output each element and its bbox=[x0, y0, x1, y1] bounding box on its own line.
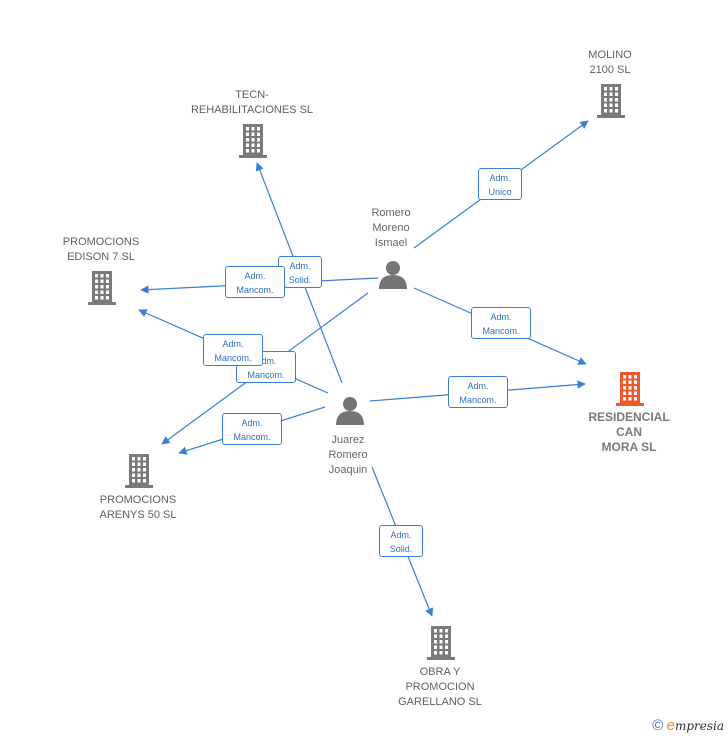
building-icon-tecn[interactable] bbox=[239, 124, 267, 158]
building-icon-obra[interactable] bbox=[427, 626, 455, 660]
edge-label-juarez-obra[interactable]: Adm. Solid. bbox=[379, 525, 423, 557]
brand-logo-text[interactable]: mpresia bbox=[674, 719, 724, 733]
node-label-edison[interactable]: PROMOCIONS EDISON 7 SL bbox=[62, 236, 140, 263]
person-icon-juarez[interactable] bbox=[336, 397, 364, 425]
building-icon-arenys[interactable] bbox=[125, 454, 153, 488]
edge-label-juarez-edison[interactable]: Adm. Mancom. bbox=[203, 334, 263, 366]
node-label-tecn[interactable]: TECN- REHABILITACIONES SL bbox=[190, 89, 314, 116]
node-label-residencial[interactable]: RESIDENCIAL CAN MORA SL bbox=[588, 410, 670, 454]
node-label-molino[interactable]: MOLINO 2100 SL bbox=[588, 49, 632, 76]
node-label-romero[interactable]: Romero Moreno Ismael bbox=[371, 207, 411, 249]
edge-label-romero-residencial[interactable]: Adm. Mancom. bbox=[471, 307, 531, 339]
building-icon-residencial[interactable] bbox=[616, 372, 644, 406]
node-label-juarez[interactable]: Juarez Romero Joaquin bbox=[328, 434, 368, 476]
person-icon-romero[interactable] bbox=[379, 261, 407, 289]
node-label-obra[interactable]: OBRA Y PROMOCION GARELLANO SL bbox=[398, 666, 482, 708]
node-label-arenys[interactable]: PROMOCIONS ARENYS 50 SL bbox=[99, 494, 177, 521]
edge-label-romero-molino[interactable]: Adm. Unico bbox=[478, 168, 522, 200]
edge-label-romero-edison[interactable]: Adm. Mancom. bbox=[225, 266, 285, 298]
edge-label-juarez-tecn[interactable]: Adm. Solid. bbox=[278, 256, 322, 288]
building-icon-molino[interactable] bbox=[597, 84, 625, 118]
edge-label-juarez-residencial[interactable]: Adm. Mancom. bbox=[448, 376, 508, 408]
footer-credit: © empresia bbox=[652, 717, 724, 734]
edge-label-juarez-arenys[interactable]: Adm. Mancom. bbox=[222, 413, 282, 445]
building-icon-edison[interactable] bbox=[88, 271, 116, 305]
brand-logo-initial: e bbox=[666, 717, 675, 734]
copyright-icon: © bbox=[652, 717, 664, 734]
